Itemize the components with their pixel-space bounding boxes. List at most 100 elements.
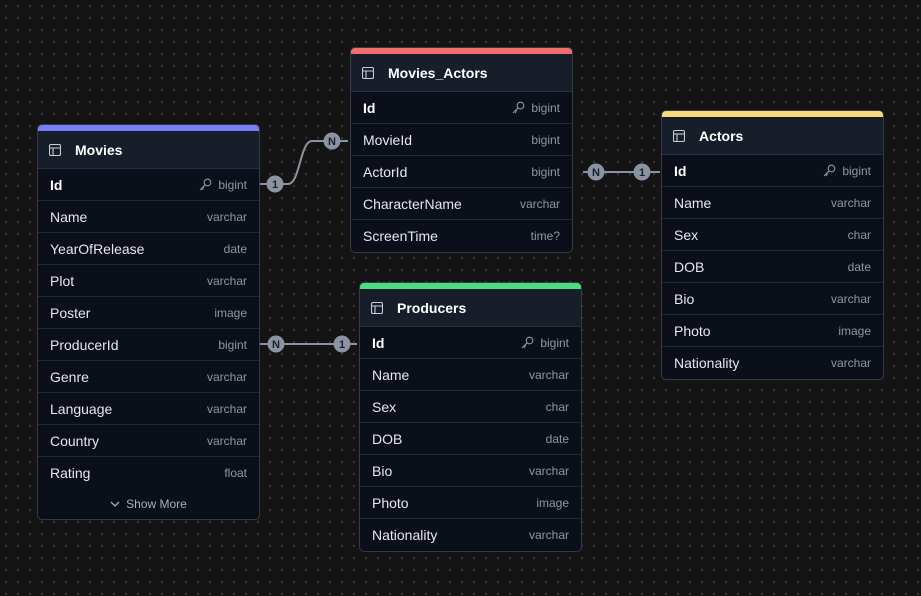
cardinality-badge: 1 <box>633 163 651 181</box>
table-icon <box>49 143 61 156</box>
column-type-label: bigint <box>218 337 247 352</box>
column-name: Id <box>372 334 385 351</box>
column-row[interactable]: Id bigint <box>662 155 883 187</box>
column-type: varchar <box>207 434 247 448</box>
column-type: bigint <box>531 133 560 147</box>
svg-text:N: N <box>328 136 336 148</box>
table-title: Producers <box>397 299 467 316</box>
show-more-button[interactable]: Show More <box>38 489 259 519</box>
column-type: time? <box>531 229 560 243</box>
column-type: date <box>224 242 247 256</box>
column-type: float <box>224 466 247 480</box>
svg-text:1: 1 <box>339 339 345 351</box>
table-header[interactable]: Movies <box>38 131 259 169</box>
column-type: bigint <box>521 336 569 350</box>
svg-text:1: 1 <box>639 167 645 179</box>
column-type-label: bigint <box>531 164 560 179</box>
column-type-label: varchar <box>528 528 569 542</box>
column-name: Rating <box>50 465 91 481</box>
table-header[interactable]: Actors <box>662 117 883 155</box>
column-type: bigint <box>512 101 560 115</box>
column-name: Sex <box>372 398 397 415</box>
column-name: Name <box>50 208 88 225</box>
column-type-label: bigint <box>842 163 871 178</box>
column-name: Nationality <box>674 355 740 371</box>
column-row[interactable]: ProducerId bigint <box>38 329 259 361</box>
table-accent-bar <box>662 111 883 117</box>
cardinality-badge: 1 <box>333 335 351 353</box>
column-row[interactable]: MovieId bigint <box>351 124 572 156</box>
column-type: bigint <box>218 338 247 352</box>
column-name: ActorId <box>363 163 408 180</box>
column-type-label: bigint <box>531 132 560 147</box>
column-row[interactable]: Nationality varchar <box>360 519 581 551</box>
column-type: varchar <box>831 292 871 306</box>
column-type-label: char <box>847 227 871 242</box>
column-type: char <box>848 228 871 242</box>
column-name: ProducerId <box>50 336 119 353</box>
column-name: Id <box>674 162 687 179</box>
column-type: varchar <box>207 274 247 288</box>
column-row[interactable]: Bio varchar <box>360 455 581 487</box>
column-row[interactable]: ActorId bigint <box>351 156 572 188</box>
cardinality-badge: N <box>587 163 605 181</box>
column-type-label: varchar <box>830 195 871 210</box>
column-type-label: date <box>545 431 569 446</box>
column-type: image <box>838 324 871 338</box>
column-type: varchar <box>520 197 560 211</box>
column-type: bigint <box>531 165 560 179</box>
column-name: Poster <box>50 304 91 321</box>
column-name: YearOfRelease <box>50 240 145 257</box>
column-type-label: varchar <box>528 367 569 382</box>
column-name: Genre <box>50 368 89 385</box>
column-type: bigint <box>199 178 247 192</box>
column-row[interactable]: Country varchar <box>38 425 259 457</box>
column-type-label: date <box>847 259 871 274</box>
chevron-down-icon <box>110 501 120 507</box>
column-row[interactable]: Photo image <box>360 487 581 519</box>
column-type: varchar <box>529 464 569 478</box>
column-row[interactable]: Id bigint <box>351 92 572 124</box>
column-type-label: image <box>536 495 569 510</box>
table-title: Actors <box>699 127 744 144</box>
cardinality-badge: 1 <box>266 175 284 193</box>
table-header[interactable]: Movies_Actors <box>351 54 572 92</box>
column-name: MovieId <box>363 131 413 148</box>
table-header[interactable]: Producers <box>360 289 581 327</box>
column-name: Id <box>363 99 376 116</box>
column-type: date <box>848 260 871 274</box>
column-row[interactable]: Rating float <box>38 457 259 489</box>
table-icon <box>371 301 383 314</box>
column-row[interactable]: Id bigint <box>360 327 581 359</box>
key-icon <box>521 336 534 349</box>
column-name: Country <box>50 432 100 449</box>
column-type-label: image <box>838 323 871 338</box>
edge-movies-movies-actors[interactable] <box>260 140 348 185</box>
column-name: Bio <box>372 462 393 479</box>
column-name: Nationality <box>372 527 438 543</box>
column-row[interactable]: YearOfRelease date <box>38 233 259 265</box>
column-name: Photo <box>372 494 409 511</box>
